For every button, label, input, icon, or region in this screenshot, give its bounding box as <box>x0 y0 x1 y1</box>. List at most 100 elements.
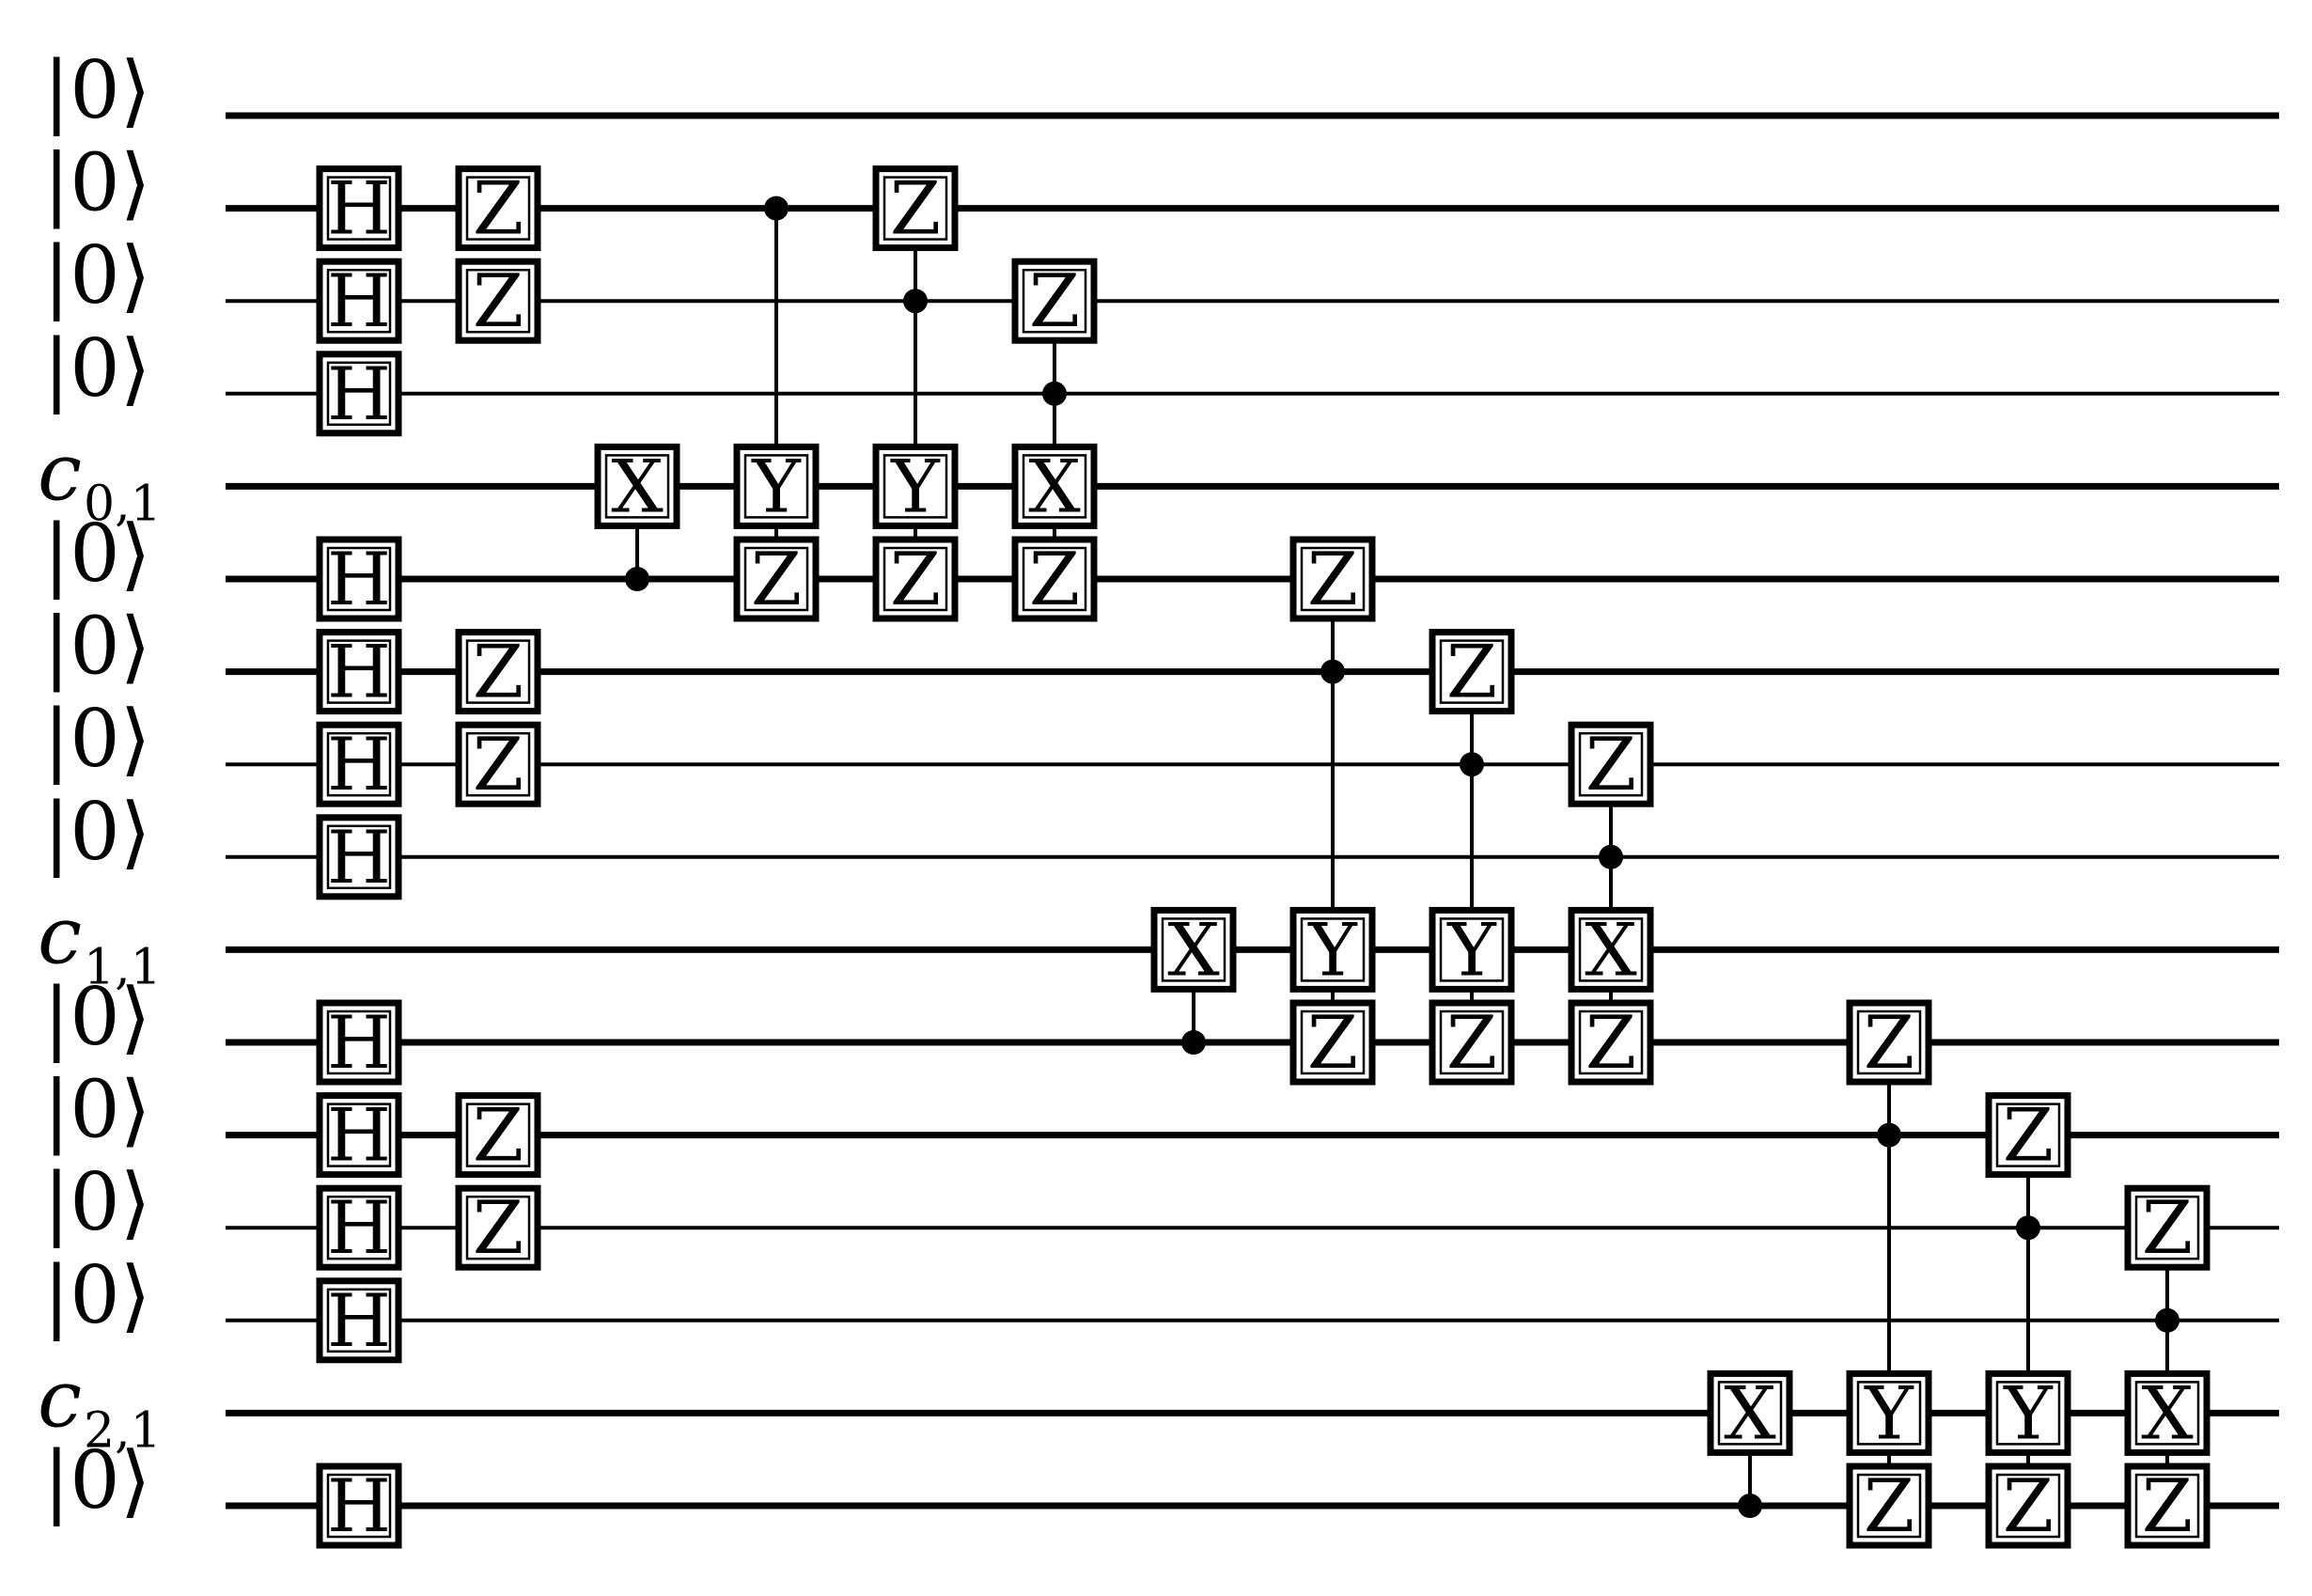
gate-box <box>1150 906 1237 993</box>
gate-box-inner <box>465 1195 531 1260</box>
gate-letter: H <box>327 816 391 900</box>
gate-box <box>316 814 402 900</box>
gate-letter: H <box>327 1094 391 1179</box>
gate-z: Z <box>872 165 959 252</box>
gate-letter: Z <box>1307 538 1358 622</box>
gate-letter: Z <box>890 538 941 622</box>
gate-letter: H <box>327 1464 391 1549</box>
gate-box-inner <box>2134 1381 2200 1446</box>
gate-box-inner <box>1022 546 1087 612</box>
qubit-ket-label: |0⟩ <box>43 1064 151 1156</box>
gate-box <box>1846 1463 1932 1549</box>
gate-box-inner <box>326 1009 392 1075</box>
classical-register-label: c0,1 <box>38 426 162 532</box>
gate-box-inner <box>1161 917 1226 982</box>
gate-box-inner <box>1995 1103 2061 1167</box>
wire-layer <box>226 112 2279 1510</box>
gate-box-inner <box>1995 1473 2061 1539</box>
gate-box-inner <box>465 176 531 241</box>
gate-box-inner <box>465 1103 531 1167</box>
qubit-ket-label: |0⟩ <box>43 1249 151 1341</box>
classical-register-name: c <box>38 426 82 518</box>
control-dot <box>903 289 928 314</box>
gate-letter: Y <box>2003 1371 2054 1456</box>
gate-letter: H <box>327 167 391 252</box>
gate-z: Z <box>1985 1092 2071 1179</box>
gate-box <box>316 258 402 344</box>
gate-letter: X <box>611 445 664 529</box>
gate-h: H <box>316 258 402 344</box>
gate-letter: Z <box>1307 1001 1358 1086</box>
gate-box-inner <box>1856 1473 1922 1539</box>
gate-letter: H <box>327 1186 391 1271</box>
gate-box-inner <box>883 546 948 612</box>
gate-h: H <box>316 1277 402 1364</box>
control-dot <box>764 196 789 221</box>
gate-letter: Z <box>1446 1001 1497 1086</box>
gate-h: H <box>316 1184 402 1271</box>
gate-box-inner <box>1578 917 1644 982</box>
gate-h: H <box>316 351 402 437</box>
gate-box <box>1568 906 1654 993</box>
gate-z: Z <box>455 629 541 715</box>
gate-box-inner <box>1022 268 1087 334</box>
gate-box <box>1985 1369 2071 1456</box>
gate-box <box>733 536 820 622</box>
gate-z: Z <box>455 1184 541 1271</box>
control-dot <box>1320 659 1345 684</box>
gate-x: X <box>594 443 680 529</box>
gate-z: Z <box>872 536 959 622</box>
gate-box-inner <box>1439 917 1505 982</box>
gate-letter: Z <box>473 1186 523 1271</box>
gate-box-inner <box>1439 639 1505 704</box>
classical-register-name: c <box>38 1353 82 1445</box>
gate-box <box>1429 999 1515 1086</box>
gate-y: Y <box>1846 1369 1932 1456</box>
control-dot <box>2016 1215 2040 1241</box>
gate-letter: H <box>327 723 391 807</box>
gate-box <box>2124 1463 2210 1549</box>
gate-letter: Z <box>1029 538 1080 622</box>
gate-letter: H <box>327 631 391 715</box>
gate-box-inner <box>1856 1009 1922 1075</box>
gate-h: H <box>316 165 402 252</box>
qubit-ket-label: |0⟩ <box>43 229 151 321</box>
gate-letter: Z <box>1586 1001 1636 1086</box>
gate-letter: Z <box>1029 259 1080 344</box>
gate-box <box>594 443 680 529</box>
gate-box-inner <box>326 546 392 612</box>
gate-box <box>1568 721 1654 807</box>
gate-h: H <box>316 629 402 715</box>
gate-box-inner <box>1300 917 1366 982</box>
gate-letter: X <box>1724 1371 1776 1456</box>
gate-letter: Z <box>751 538 802 622</box>
qubit-ket-label: |0⟩ <box>43 1434 151 1526</box>
gate-letter: Z <box>2142 1186 2193 1271</box>
gate-box-inner <box>2134 1473 2200 1539</box>
gate-letter: H <box>327 1001 391 1086</box>
gate-letter: Z <box>473 631 523 715</box>
gate-z: Z <box>1429 999 1515 1086</box>
gate-z: Z <box>1011 258 1098 344</box>
gate-letter: X <box>1585 908 1637 993</box>
gate-box <box>316 165 402 252</box>
gate-letter: X <box>1167 908 1220 993</box>
gate-box-inner <box>1578 1009 1644 1075</box>
gate-box-inner <box>1717 1381 1783 1446</box>
gate-box-inner <box>1995 1381 2061 1446</box>
gate-letter: Z <box>473 723 523 807</box>
classical-register-label: c1,1 <box>38 889 162 995</box>
gate-box <box>1429 906 1515 993</box>
control-dot <box>1042 381 1067 406</box>
gate-box <box>1011 258 1098 344</box>
classical-register-index: 1,1 <box>84 939 162 995</box>
gate-box-inner <box>326 1473 392 1539</box>
gate-z: Z <box>2124 1184 2210 1271</box>
gate-letter: Y <box>1307 908 1358 993</box>
qubit-ket-label: |0⟩ <box>43 508 151 600</box>
gate-box-inner <box>1300 546 1366 612</box>
gate-box-inner <box>604 454 670 519</box>
gate-z: Z <box>1846 1463 1932 1549</box>
gate-letter: Z <box>473 1094 523 1179</box>
qubit-ket-label: |0⟩ <box>43 1156 151 1248</box>
